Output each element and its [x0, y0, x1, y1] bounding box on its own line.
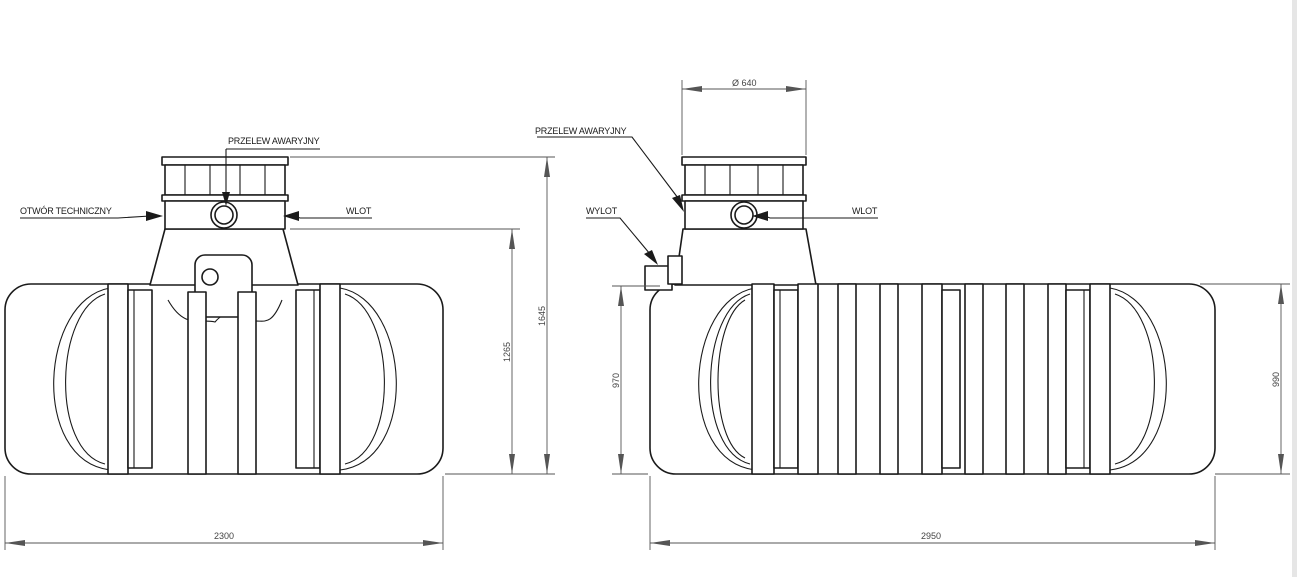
rib [921, 283, 943, 475]
rib [879, 283, 899, 475]
rib [187, 291, 207, 475]
dim-arrow [544, 454, 550, 474]
rib [837, 283, 857, 475]
right-tank-view: PRZELEW AWARYJNY WYLOT WLOT Ø 640 2950 [535, 78, 1290, 550]
dim-arrow [618, 286, 624, 306]
left-hatch-hole [201, 268, 219, 286]
dim-arrow [423, 540, 443, 546]
right-leaders [537, 136, 878, 265]
dim-text-1265: 1265 [502, 342, 512, 362]
rib [237, 291, 257, 475]
right-end-cap-left-inner [710, 293, 751, 465]
dim-text-990: 990 [1271, 372, 1281, 387]
arrow-wlot [283, 211, 299, 221]
left-turret-lid [161, 156, 289, 166]
left-leaders [20, 148, 372, 221]
dim-arrow [544, 157, 550, 177]
arrow-przelew-right [672, 195, 684, 212]
label-wylot: WYLOT [586, 206, 618, 216]
dim-arrow [682, 86, 702, 92]
right-turret-lid [681, 156, 807, 166]
right-turret-ring [681, 194, 807, 202]
rib [107, 283, 129, 475]
rib [1065, 289, 1091, 469]
leader-przelew-right [537, 136, 679, 199]
left-inlet-pipe-inner [214, 205, 234, 225]
right-outlet-stub [644, 265, 673, 291]
left-dimensions: 2300 1265 1645 [4, 156, 555, 550]
right-end-cap-left [698, 287, 756, 471]
leader-wylot [586, 217, 651, 255]
arrow-przelew [222, 192, 230, 206]
rib [1005, 283, 1025, 475]
dim-text-diameter: Ø 640 [732, 78, 757, 88]
arrow-wlot-right [752, 211, 768, 221]
right-dimensions: Ø 640 2950 970 990 [611, 78, 1290, 550]
right-turret-upper [684, 164, 804, 196]
leader-wlot [294, 215, 372, 219]
dim-text-1645: 1645 [537, 306, 547, 326]
left-ribs [107, 283, 341, 475]
rib [941, 289, 961, 469]
rib [797, 283, 819, 475]
rib [751, 283, 775, 475]
dim-arrow [5, 540, 25, 546]
label-otwor: OTWÓR TECHNICZNY [20, 206, 112, 216]
left-tank-end-cap-right [339, 287, 397, 471]
dim-arrow [618, 454, 624, 474]
rib [127, 289, 153, 469]
page-edge [1292, 0, 1297, 577]
right-end-cap-right [1109, 287, 1167, 471]
right-outlet-cap [667, 255, 683, 285]
rib [773, 289, 799, 469]
arrow-otwor [146, 211, 163, 221]
dim-arrow [650, 540, 670, 546]
right-end-cap-left-inner2 [717, 299, 746, 459]
left-tank-end-cap-left [53, 287, 111, 471]
rib [1089, 283, 1111, 475]
label-przelew-left: PRZELEW AWARYJNY [228, 136, 320, 146]
rib [964, 283, 984, 475]
leader-otwor [20, 215, 151, 219]
dim-arrow [509, 454, 515, 474]
rib [1047, 283, 1067, 475]
dim-text-970: 970 [611, 373, 621, 388]
right-ribs [751, 283, 1111, 475]
dim-arrow [1278, 454, 1284, 474]
arrow-wylot [644, 250, 658, 265]
label-wlot-right: WLOT [852, 206, 878, 216]
rib [319, 283, 341, 475]
left-tank-end-cap-left-inner [65, 293, 106, 465]
dim-arrow [1195, 540, 1215, 546]
left-tank-view: PRZELEW AWARYJNY OTWÓR TECHNICZNY WLOT 2… [4, 136, 555, 550]
left-turret-upper [164, 164, 286, 196]
dim-text-width-left: 2300 [214, 531, 234, 541]
label-wlot-left: WLOT [346, 206, 372, 216]
right-end-cap-right-inner [1114, 293, 1155, 465]
label-przelew-right: PRZELEW AWARYJNY [535, 126, 627, 136]
dim-arrow [1278, 284, 1284, 304]
right-tank-neck [674, 228, 817, 286]
dim-text-width-right: 2950 [921, 531, 941, 541]
dim-arrow [786, 86, 806, 92]
right-inlet-pipe-inner [734, 205, 754, 225]
rib [295, 289, 321, 469]
left-tank-end-cap-right-inner [344, 293, 385, 465]
dim-arrow [509, 229, 515, 249]
